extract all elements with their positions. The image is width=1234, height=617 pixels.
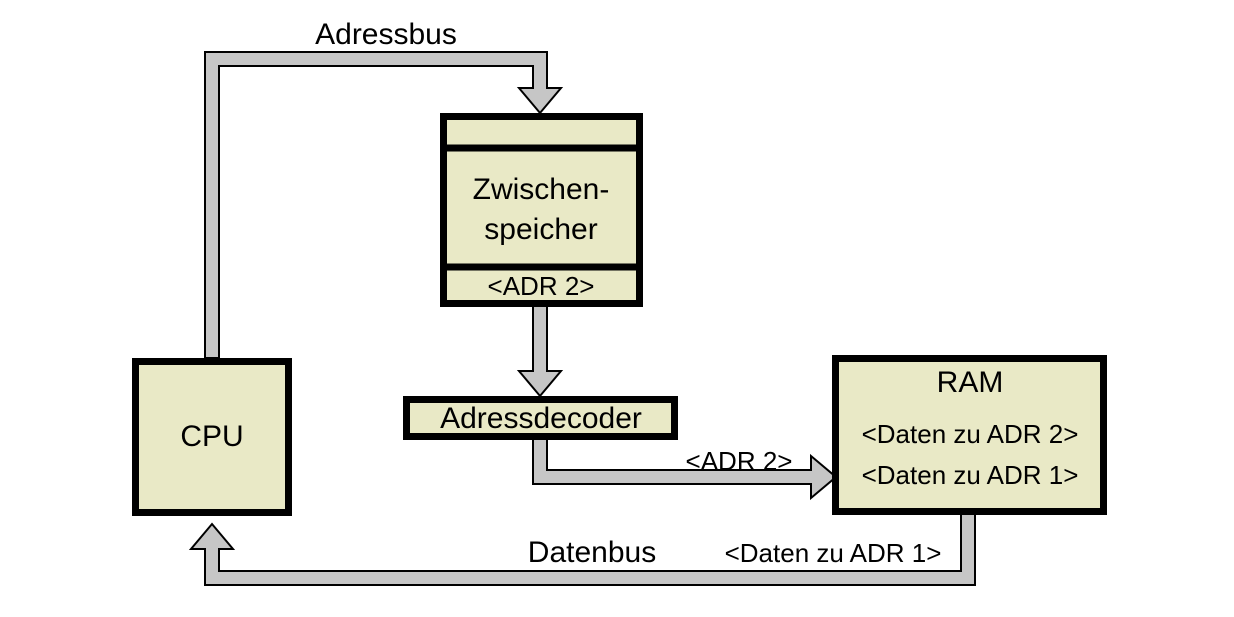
datenbus-arrow [188,512,976,586]
node-ram-label: RAM [937,366,1004,399]
node-zwischenspeicher-label-line2: speicher [484,213,597,246]
node-cpu-label: CPU [180,420,243,453]
node-zwischenspeicher-cell-value: <ADR 2> [488,271,595,301]
adressbus-arrow [204,51,564,359]
decoder-to-ram-arrow [532,437,838,501]
zwischenspeicher-to-decoder-arrow [516,304,564,398]
node-adressdecoder[interactable] [403,396,678,440]
edge-label-decoder-to-ram: <ADR 2> [686,446,793,476]
node-ram-row-2: <Daten zu ADR 1> [862,460,1079,490]
node-cpu[interactable] [132,358,292,516]
edge-label-datenbus-payload: <Daten zu ADR 1> [725,538,942,568]
node-ram-row-1: <Daten zu ADR 2> [862,419,1079,449]
edge-label-adressbus: Adressbus [315,18,457,51]
node-ram[interactable] [832,355,1107,515]
node-zwischenspeicher-label-line1: Zwischen- [473,173,610,206]
node-adressdecoder-label: Adressdecoder [440,402,642,435]
edge-label-datenbus: Datenbus [528,536,656,569]
